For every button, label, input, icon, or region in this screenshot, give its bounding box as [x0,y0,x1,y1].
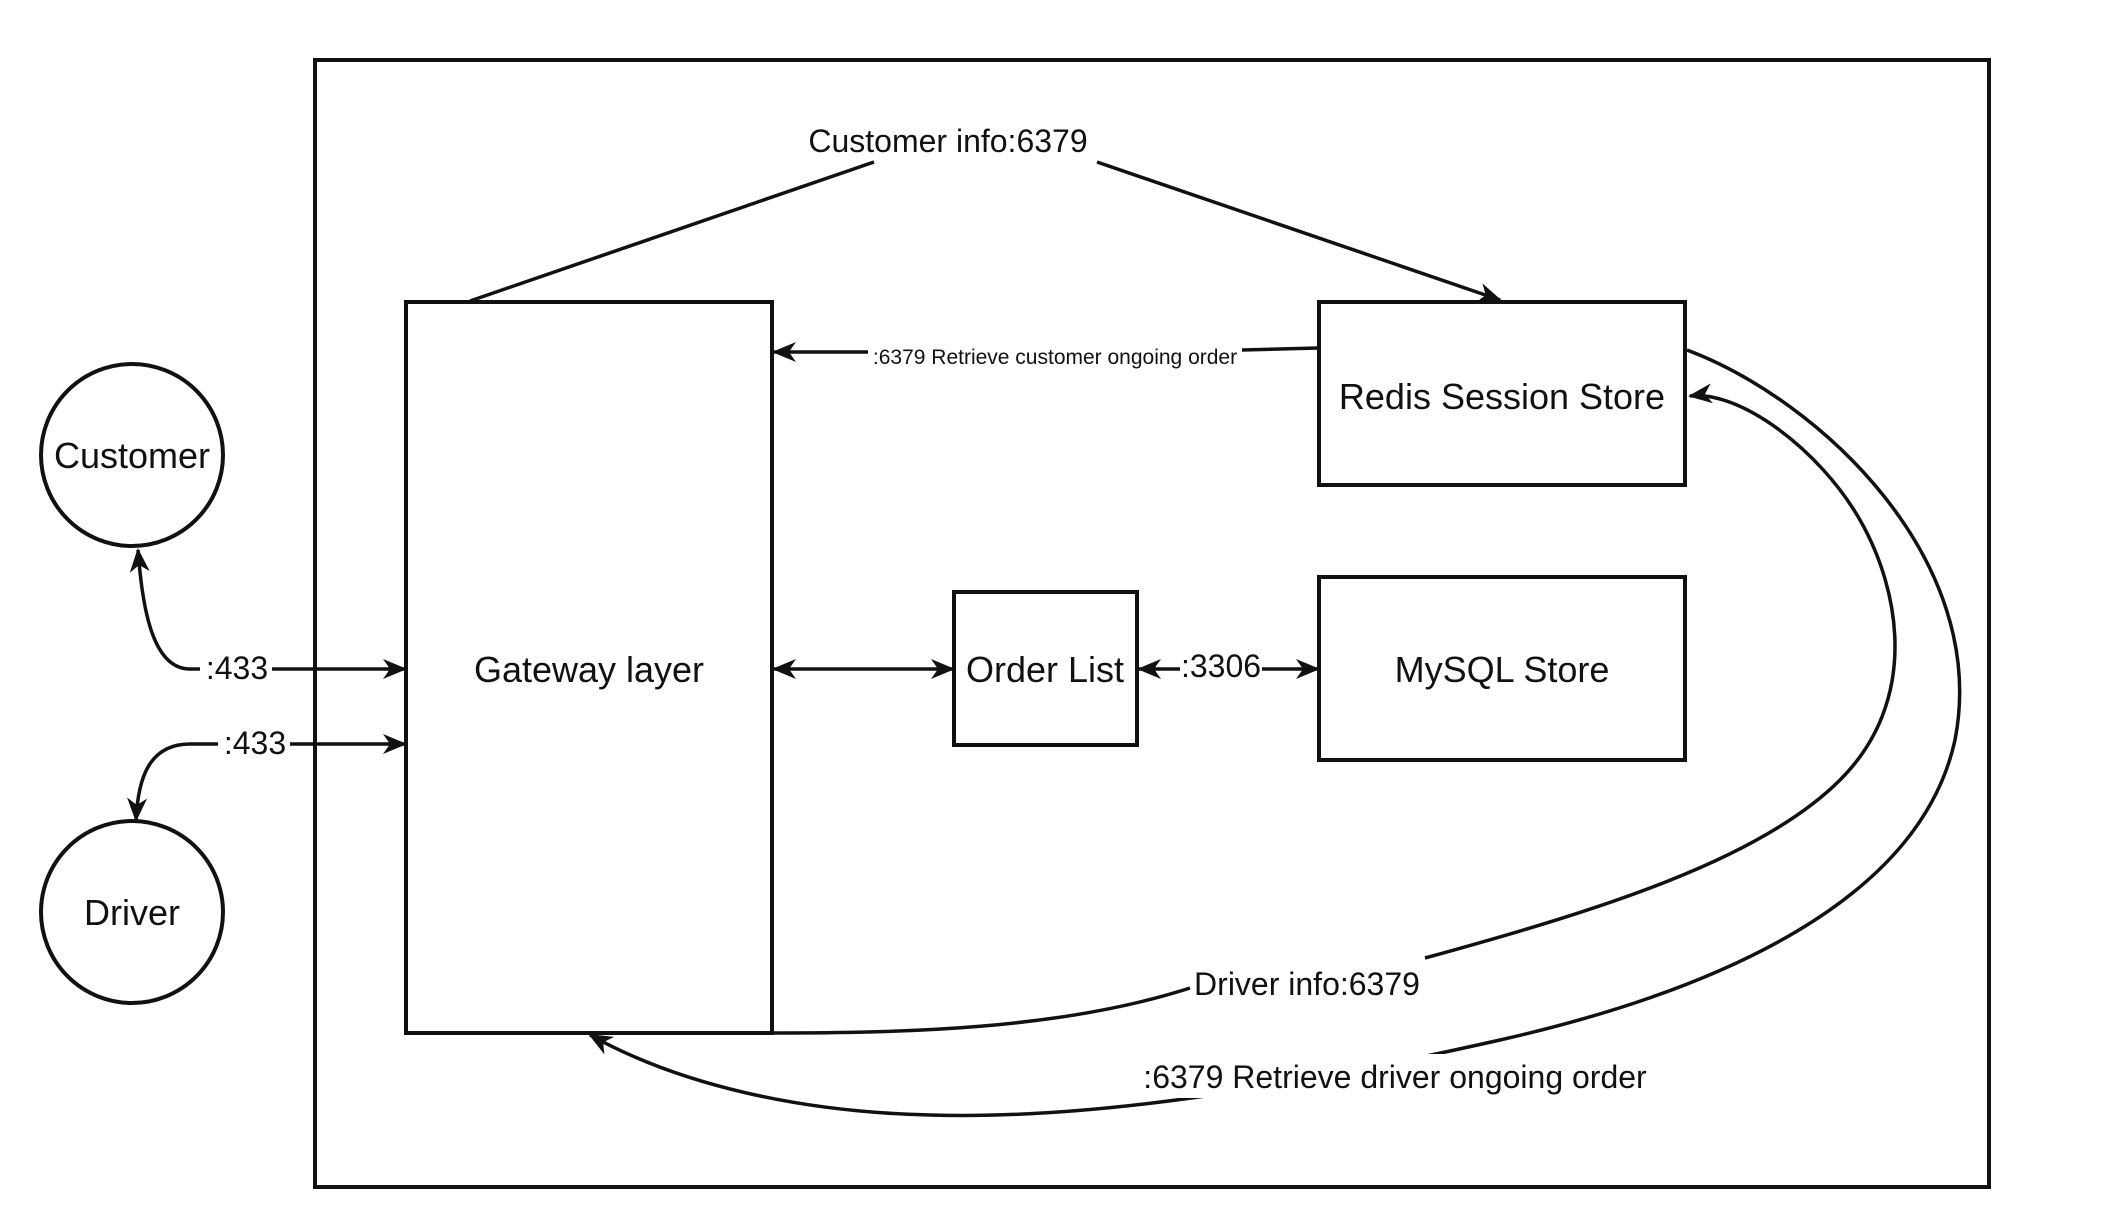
edge-label-customer-info: Customer info:6379 [808,123,1087,159]
edge-retrieve-customer [774,348,1319,352]
customer-node [39,362,225,548]
edge-customer-info [469,160,1500,301]
redis-session-store-label: Redis Session Store [1339,376,1665,417]
customer-label: Customer [54,435,210,476]
edge-label-driver-info: Driver info:6379 [1194,966,1420,1002]
edge-retrieve-driver [588,348,1962,1118]
edge-label-customer-port: :433 [206,650,268,686]
edge-label-mysql-port: :3306 [1181,648,1261,684]
order-list-box [952,590,1139,747]
redis-session-store-box [1317,300,1687,487]
mysql-store-box [1317,575,1687,762]
mysql-store-label: MySQL Store [1395,649,1610,690]
gateway-layer-label: Gateway layer [474,649,704,690]
edge-customer-gateway [129,548,407,679]
edge-label-retrieve-customer: :6379 Retrieve customer ongoing order [873,346,1237,369]
edge-driver-gateway [127,734,407,822]
edge-label-retrieve-driver: :6379 Retrieve driver ongoing order [1143,1059,1647,1095]
edge-driver-info [771,396,1897,1035]
driver-label: Driver [84,892,180,933]
edge-label-driver-port: :433 [224,725,286,761]
gateway-layer-box [404,300,774,1035]
order-list-label: Order List [966,649,1124,690]
